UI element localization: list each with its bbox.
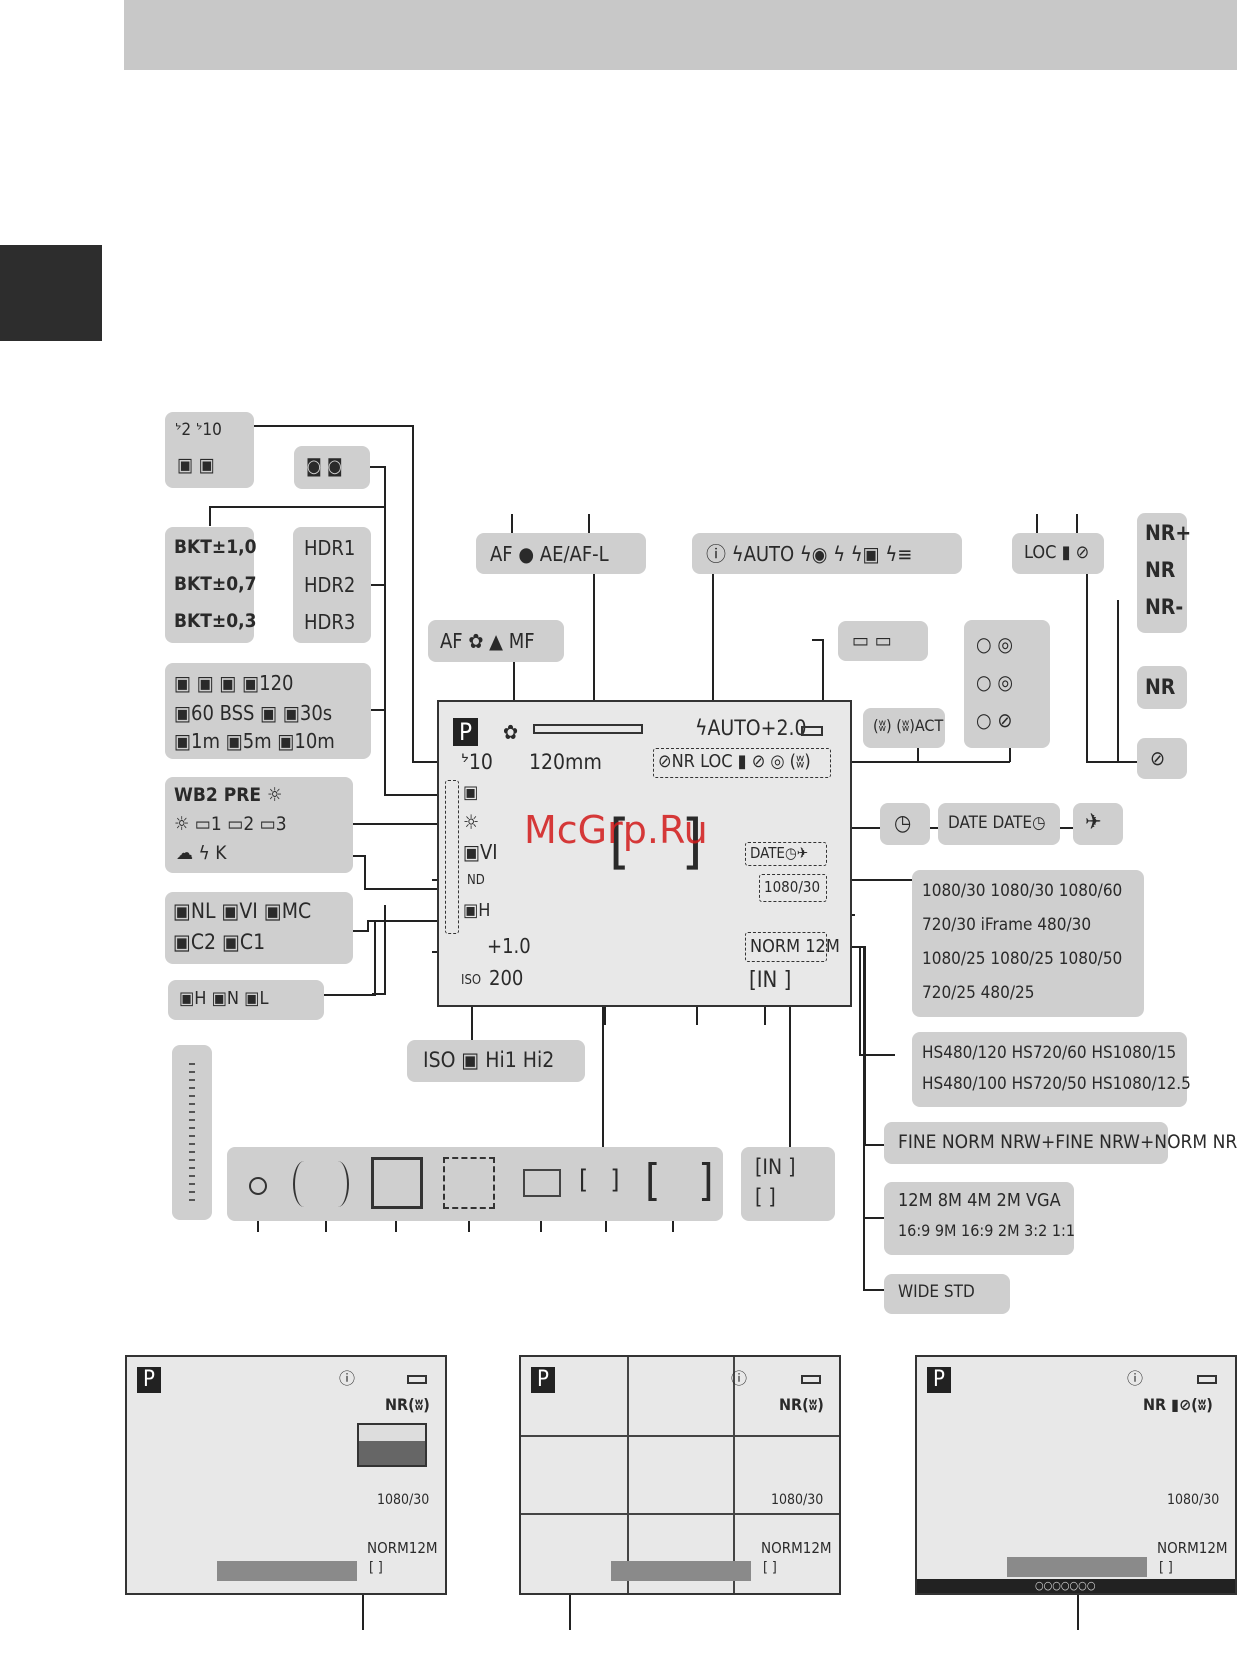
zoom-bar xyxy=(533,724,643,734)
histogram-screen: P ⓘ NR(ʬ) 1080/30 NORM12M [ ] xyxy=(125,1355,447,1595)
d-lighting-box: ▣H ▣N ▣L xyxy=(168,980,324,1020)
watermark: McGrp.Ru xyxy=(524,808,708,852)
iso-box: ISO ▣ Hi1 Hi2 xyxy=(407,1040,585,1082)
wifi-status-box: ○ ◎ ○ ◎ ○ ⊘ xyxy=(964,620,1050,748)
white-balance-box: WB2 PRE ☼ ☼ ▭1 ▭2 ▭3 ☁ ϟ K xyxy=(165,777,353,873)
scene-icon-box: ◙ ◙ xyxy=(294,446,370,489)
chapter-tab xyxy=(0,245,102,341)
flash-off-icon: ⓘ xyxy=(731,1369,748,1388)
grid-line xyxy=(521,1513,839,1515)
focus-mode-box: AF ✿ ▲ MF xyxy=(428,620,564,662)
exposure-scale-box xyxy=(172,1045,212,1220)
focus-area-box: [ ] [ ] xyxy=(227,1147,723,1221)
travel-box: ✈ xyxy=(1073,803,1123,845)
info-bar xyxy=(1007,1557,1147,1577)
gps-icon-box: ⊘ xyxy=(1137,738,1187,779)
grid-screen: P ⓘ NR(ʬ) 1080/30 NORM12M [ ] xyxy=(519,1355,841,1595)
info-bar xyxy=(611,1561,751,1581)
date-stamp-frame: DATE◷✈ xyxy=(745,842,827,866)
location-box: LOC ▮ ⊘ xyxy=(1012,533,1104,574)
battery-icon xyxy=(801,726,823,736)
grid-line xyxy=(733,1357,735,1593)
image-quality-box: FINE NORM NRW+FINE NRW+NORM NRW xyxy=(884,1122,1237,1164)
face-frame-icon xyxy=(371,1157,423,1209)
gps-screen: P ⓘ NR ▮⊘(ʬ) 1080/30 NORM12M [ ] ○○○○○○○ xyxy=(915,1355,1237,1595)
picture-control-box: ▣NL ▣VI ▣MC ▣C2 ▣C1 xyxy=(165,892,353,964)
hdr-box: HDR1 HDR2 HDR3 xyxy=(293,527,371,643)
noise-reduction-levels-box: NR+ NR NR- xyxy=(1137,513,1191,633)
target-frame-icon xyxy=(443,1157,495,1209)
battery-icon xyxy=(407,1375,427,1384)
flash-off-icon: ⓘ xyxy=(339,1369,356,1388)
small-bracket-icon: [ ] xyxy=(579,1165,620,1195)
focus-bracket: [ ] xyxy=(609,807,703,877)
page-dots-bar: ○○○○○○○ xyxy=(917,1579,1235,1593)
clock-box: ◷ xyxy=(880,803,930,845)
large-bracket-icon: [ ] xyxy=(645,1155,714,1206)
quality-frame: NORM 12M xyxy=(745,932,840,962)
exposure-scale-ticks xyxy=(189,1063,195,1203)
info-bar xyxy=(217,1561,357,1581)
hs-movie-options-box: HS480/120 HS720/60 HS1080/15 HS480/100 H… xyxy=(912,1032,1191,1107)
movie-options-box: 1080/30 1080/30 1080/60 720/30 iFrame 48… xyxy=(912,870,1144,1017)
memory-box: [IN ] [ ] xyxy=(741,1147,835,1221)
main-monitor-screen: P ✿ ϟAUTO+2.0 ᔾ10 120mm ⊘NR LOC ▮ ⊘ ◎ (ʬ… xyxy=(437,700,852,1007)
area-frame-icon xyxy=(523,1169,561,1197)
bracketing-box: BKT±1,0 BKT±0,7 BKT±0,3 xyxy=(165,527,257,643)
left-icon-column-frame xyxy=(445,780,459,934)
self-timer-box: ᔾ2 ᔾ10 ▣ ▣ xyxy=(165,412,254,488)
battery-icon xyxy=(801,1375,821,1384)
histogram xyxy=(357,1423,427,1467)
grid-line xyxy=(521,1435,839,1437)
noise-reduction-box: NR xyxy=(1137,666,1187,709)
spot-frame-icon xyxy=(249,1177,267,1195)
right-paren-frame-icon xyxy=(327,1161,349,1207)
vibration-reduction-box: (ʬ) (ʬ)ACT xyxy=(863,708,945,748)
battery-icon xyxy=(1197,1375,1217,1384)
grid-line xyxy=(627,1357,629,1593)
header-bar xyxy=(124,0,1237,70)
movie-option-frame: 1080/30 xyxy=(759,874,827,902)
status-strip-frame: ⊘NR LOC ▮ ⊘ ◎ (ʬ) xyxy=(653,748,831,778)
continuous-box: ▣ ▣ ▣ ▣120 ▣60 BSS ▣ ▣30s ▣1m ▣5m ▣10m xyxy=(165,663,371,759)
flash-off-icon: ⓘ xyxy=(1127,1369,1144,1388)
movie-mode-box: WIDE STD xyxy=(884,1274,1010,1314)
image-size-box: 12M 8M 4M 2M VGA 16:9 9M 16:9 2M 3:2 1:1 xyxy=(884,1182,1075,1255)
af-ae-lock-box: AF ● AE/AF-L xyxy=(476,533,646,574)
date-stamp-box: DATE DATE◷ xyxy=(938,803,1060,845)
left-paren-frame-icon xyxy=(293,1161,315,1207)
battery-box: ▭ ▭ xyxy=(838,621,928,661)
flash-mode-box: ⓘ ϟAUTO ϟ◉ ϟ ϟ▣ ϟ≡ xyxy=(692,533,962,574)
